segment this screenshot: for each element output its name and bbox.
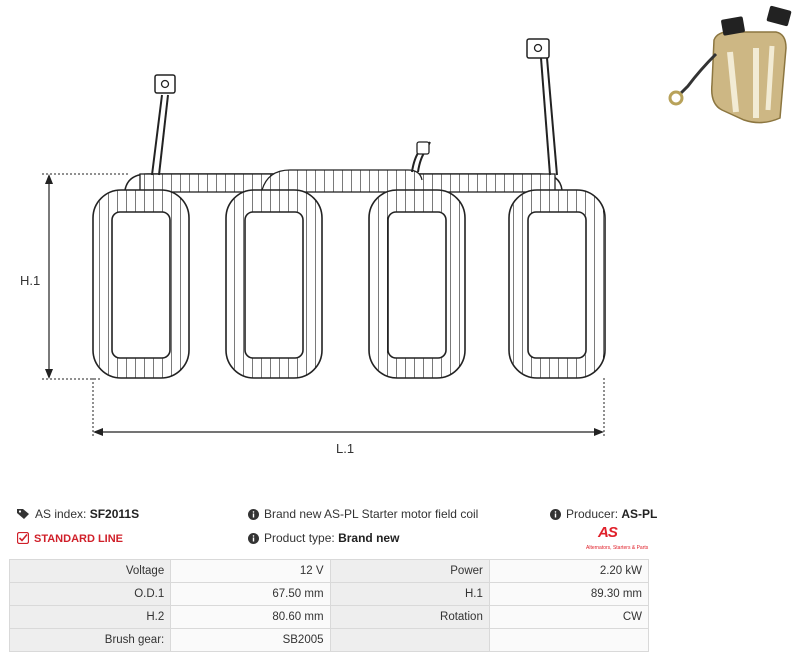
connecting-cable — [124, 169, 563, 193]
product-type-label: Product type: — [264, 531, 335, 545]
spec-key: H.1 — [329, 582, 490, 606]
standard-line-row: STANDARD LINE — [17, 531, 123, 545]
table-row: Brush gear: SB2005 — [8, 628, 650, 652]
dimension-length — [92, 378, 605, 438]
description-row: Brand new AS-PL Starter motor field coil — [248, 507, 478, 521]
spec-value: 89.30 mm — [488, 582, 650, 606]
producer-row: Producer: AS-PL — [550, 507, 657, 521]
table-row: Voltage 12 V Power 2.20 kW — [8, 559, 650, 583]
specs-table: Voltage 12 V Power 2.20 kW O.D.1 67.50 m… — [8, 559, 650, 652]
coil-3 — [368, 189, 466, 379]
table-row: H.2 80.60 mm Rotation CW — [8, 605, 650, 629]
tag-icon — [17, 509, 29, 519]
product-photo — [652, 0, 800, 140]
spec-key: H.2 — [8, 605, 172, 629]
as-index-label: AS index: — [35, 507, 87, 521]
as-index-row: AS index: SF2011S — [17, 507, 139, 521]
spec-value: 12 V — [170, 559, 331, 583]
length-label: L.1 — [336, 441, 354, 456]
height-label: H.1 — [20, 273, 40, 288]
dimension-height — [42, 173, 130, 380]
spec-key: O.D.1 — [8, 582, 172, 606]
as-pl-logo: AS — [598, 524, 618, 541]
spec-key: Voltage — [8, 559, 172, 583]
terminal-right — [526, 38, 558, 176]
spec-value: CW — [488, 605, 650, 629]
info-icon — [248, 509, 259, 520]
field-coil-diagram: H.1 L.1 — [20, 38, 606, 456]
spec-key — [329, 628, 490, 652]
producer-value: AS-PL — [621, 507, 658, 521]
product-type-value: Brand new — [338, 531, 400, 545]
spec-key: Power — [329, 559, 490, 583]
spec-key: Brush gear: — [8, 628, 172, 652]
as-index-value: SF2011S — [89, 507, 140, 521]
spec-value: 80.60 mm — [170, 605, 331, 629]
spec-value: SB2005 — [170, 628, 331, 652]
logo-tagline: Alternators, Starters & Parts — [586, 545, 649, 551]
spec-value: 67.50 mm — [170, 582, 331, 606]
coil-4 — [508, 189, 606, 379]
description-text: Brand new AS-PL Starter motor field coil — [264, 507, 479, 521]
terminal-middle — [411, 141, 431, 173]
check-square-icon — [17, 532, 29, 544]
coil-1 — [92, 189, 190, 379]
coil-2 — [225, 189, 323, 379]
spec-value — [488, 628, 650, 652]
spec-key: Rotation — [329, 605, 490, 629]
table-row: O.D.1 67.50 mm H.1 89.30 mm — [8, 582, 650, 606]
producer-label: Producer: — [566, 507, 619, 521]
product-type-row: Product type: Brand new — [248, 531, 399, 545]
info-icon — [550, 509, 561, 520]
spec-value: 2.20 kW — [488, 559, 650, 583]
standard-line-label: STANDARD LINE — [34, 533, 124, 545]
terminal-left — [151, 74, 176, 176]
info-icon — [248, 533, 259, 544]
